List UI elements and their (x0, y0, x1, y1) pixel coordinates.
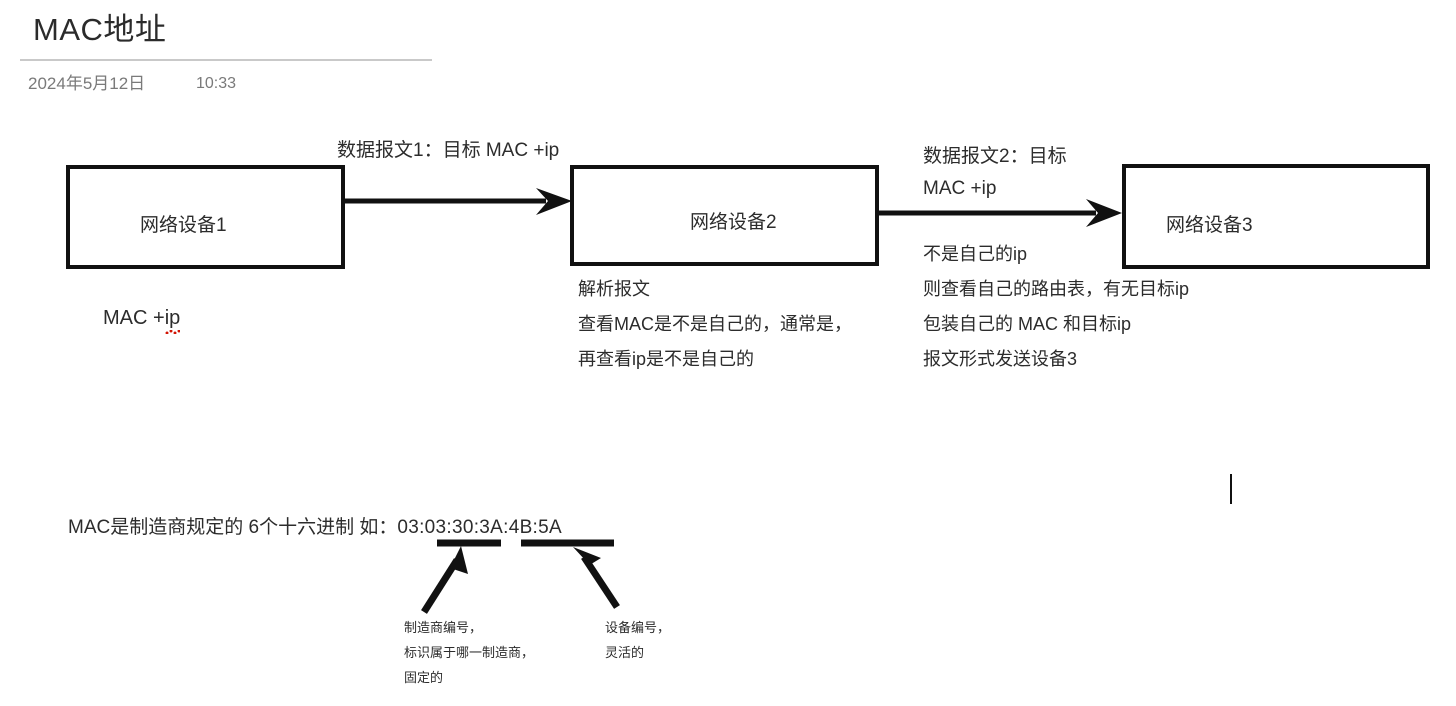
title-divider (20, 59, 432, 61)
arrow-vendor-annotation (421, 546, 468, 614)
vendor-annotation: 制造商编号， 标识属于哪一制造商， 固定的 (404, 620, 535, 685)
device-box-3[interactable]: 网络设备3 (1122, 164, 1430, 269)
device1-mac-ip-prefix: MAC + (103, 307, 165, 329)
packet-1-label: 数据报文1：目标 MAC +ip (337, 140, 560, 161)
device2-notes: 解析报文 查看MAC是不是自己的，通常是， 再查看ip是不是自己的 (578, 279, 852, 369)
device-box-1[interactable]: 网络设备1 (66, 165, 345, 269)
spellcheck-misspelling-ip: ip (164, 307, 181, 334)
note-time: 10:33 (196, 75, 237, 92)
arrow-device-annotation (573, 547, 620, 609)
device1-mac-ip-caption: MAC +ip (103, 305, 181, 334)
packet-2-label: 数据报文2：目标 MAC +ip (923, 146, 1067, 199)
text-caret[interactable] (1230, 474, 1232, 504)
device-box-2[interactable]: 网络设备2 (570, 165, 879, 266)
mac-explanation-line: MAC是制造商规定的 6个十六进制 如：03:03:30:3A:4B:5A (68, 514, 562, 542)
note-date: 2024年5月12日 (28, 74, 146, 93)
mac-explanation-prefix: MAC是制造商规定的 6个十六进制 如： (68, 517, 398, 538)
page-title: MAC地址 (33, 12, 167, 47)
device-annotation: 设备编号， 灵活的 (605, 620, 671, 660)
device3-notes: 不是自己的ip 则查看自己的路由表，有无目标ip 包装自己的 MAC 和目标ip… (923, 244, 1190, 369)
device-box-3-label: 网络设备3 (1166, 215, 1253, 236)
arrow-device1-to-device2 (345, 188, 572, 215)
device-box-2-label: 网络设备2 (690, 212, 777, 233)
mac-address-value: 03:03:30:3A:4B:5A (397, 517, 562, 538)
device-box-1-label: 网络设备1 (140, 215, 227, 236)
